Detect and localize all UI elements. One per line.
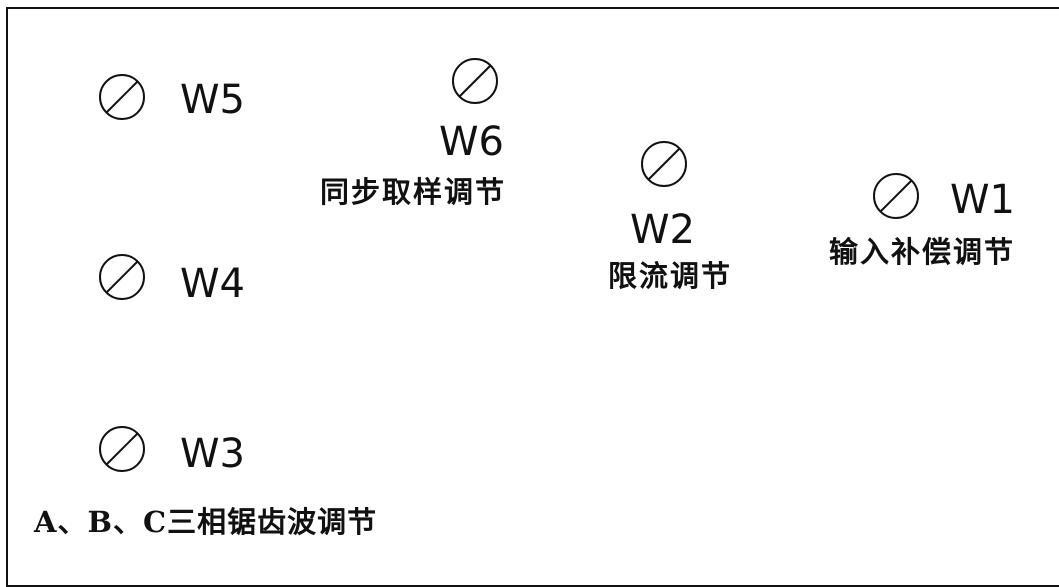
w1-label: W1 [950, 177, 1015, 223]
potentiometer-w3-icon[interactable] [98, 425, 146, 473]
potentiometer-w1-icon[interactable] [872, 172, 920, 220]
w3-caption: A、B、C三相锯齿波调节 [34, 505, 378, 539]
w6-caption: 同步取样调节 [320, 175, 507, 209]
potentiometer-w5-icon[interactable] [98, 73, 146, 121]
w5-label: W5 [180, 77, 245, 123]
w3-label: W3 [180, 431, 245, 477]
w6-label: W6 [439, 119, 504, 165]
potentiometer-w2-icon[interactable] [640, 140, 688, 188]
potentiometer-w4-icon[interactable] [98, 253, 146, 301]
panel-outline [6, 7, 1059, 587]
potentiometer-w6-icon[interactable] [451, 57, 499, 105]
w2-caption: 限流调节 [608, 259, 733, 293]
w1-caption: 输入补偿调节 [829, 235, 1016, 269]
w2-label: W2 [630, 207, 695, 253]
w4-label: W4 [180, 261, 245, 307]
